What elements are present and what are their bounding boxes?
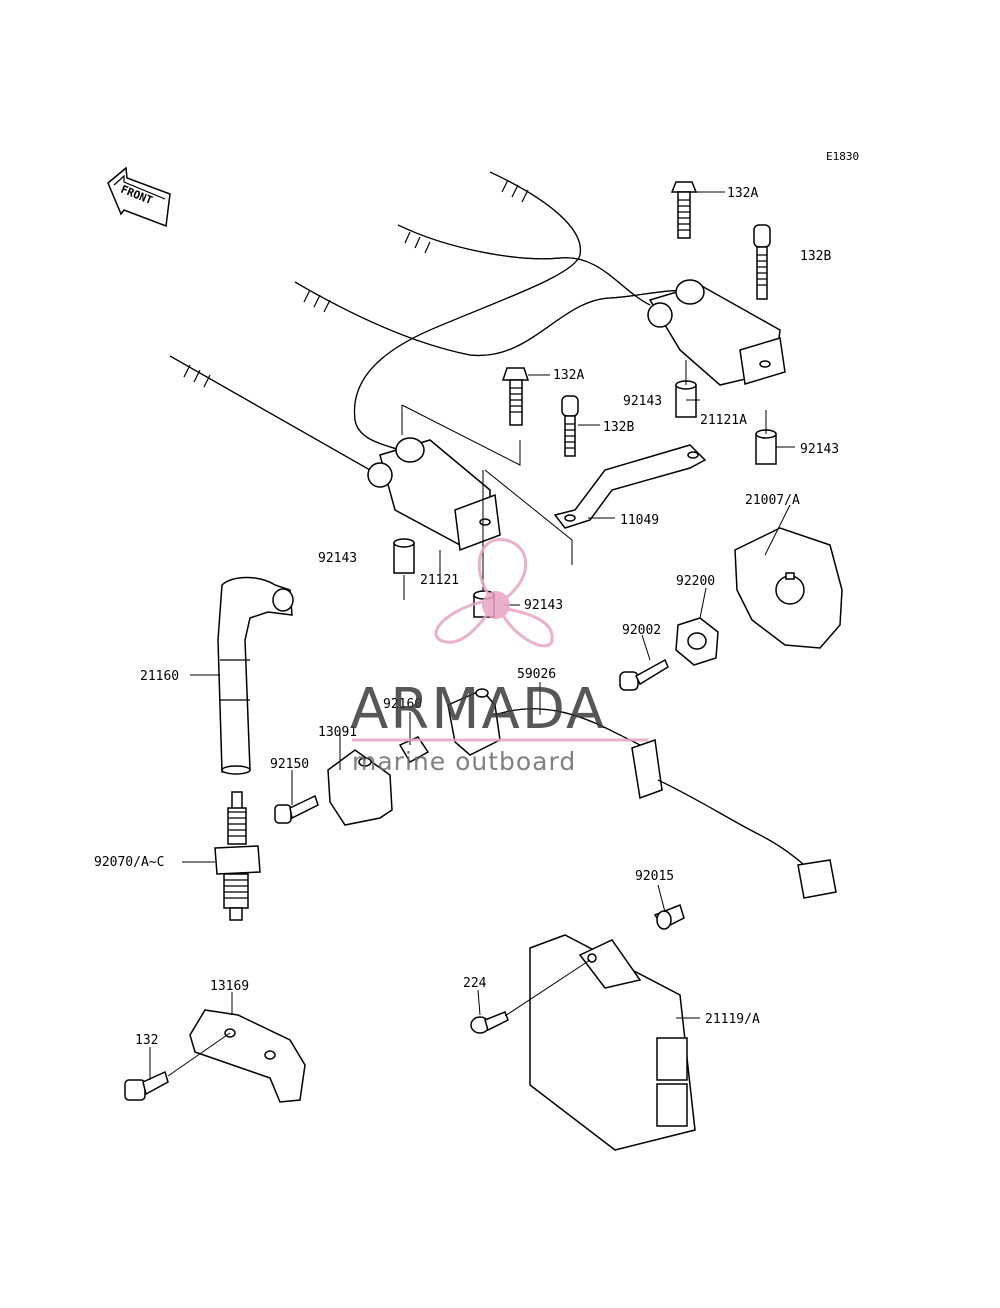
plug-wire-4 xyxy=(169,355,371,471)
plug-wire-1 xyxy=(353,171,582,451)
label-132B-mid: 132B xyxy=(603,420,634,435)
bolt-224 xyxy=(470,1011,509,1034)
front-arrow-icon: FRONT xyxy=(107,166,171,228)
bracket-11049 xyxy=(553,444,707,529)
collar-92143-b xyxy=(755,429,777,465)
label-21007A: 21007/A xyxy=(745,493,800,508)
leader-lines xyxy=(149,191,795,1080)
bracket-13169 xyxy=(189,1009,306,1103)
label-92070: 92070/A~C xyxy=(94,855,164,870)
label-132: 132 xyxy=(135,1033,158,1048)
label-92143-c: 92143 xyxy=(318,551,357,566)
label-11049: 11049 xyxy=(620,513,659,528)
ignition-coil-21121 xyxy=(367,437,501,552)
label-92150: 92150 xyxy=(270,757,309,772)
nut-92200 xyxy=(675,617,719,666)
bolt-92150 xyxy=(274,794,319,824)
spark-plug-92070 xyxy=(214,791,261,921)
label-59026: 59026 xyxy=(517,667,556,682)
bolt-132B-mid xyxy=(561,395,579,457)
diagram-code: E1830 xyxy=(826,150,859,163)
label-21160: 21160 xyxy=(140,669,179,684)
collar-92143-c xyxy=(393,538,415,574)
plug-wire-2 xyxy=(397,224,651,306)
plug-cap-21160 xyxy=(217,576,294,775)
bolt-132A-mid xyxy=(501,367,530,426)
label-92002: 92002 xyxy=(622,623,661,638)
rotor-plate-21007A xyxy=(734,527,843,649)
label-21121A: 21121A xyxy=(700,413,747,428)
label-132A-top: 132A xyxy=(727,186,758,201)
watermark-brand: ARMADA xyxy=(350,677,606,742)
label-224: 224 xyxy=(463,976,487,991)
watermark-logo: ARMADA marine outboard xyxy=(350,538,648,776)
label-132A-mid: 132A xyxy=(553,368,584,383)
plug-wire-3 xyxy=(294,281,691,357)
bolt-132 xyxy=(124,1070,169,1101)
ignition-coil-21121A xyxy=(647,279,786,386)
propeller-icon xyxy=(434,538,554,648)
label-92200: 92200 xyxy=(676,574,715,589)
bolt-132A-top xyxy=(670,181,698,239)
label-92143-a: 92143 xyxy=(623,394,662,409)
bolt-132B-top xyxy=(753,224,771,300)
assembly-guide-lines xyxy=(401,404,573,600)
label-132B-top: 132B xyxy=(800,249,831,264)
label-13091: 13091 xyxy=(318,725,357,740)
bracket-13091 xyxy=(327,749,393,826)
label-92143-b: 92143 xyxy=(800,442,839,457)
bolt-92002 xyxy=(619,658,669,691)
label-92143-d: 92143 xyxy=(524,598,563,613)
wire-end-bands xyxy=(183,179,529,388)
bolt-92015 xyxy=(653,904,685,930)
igniter-21119A xyxy=(529,934,696,1151)
watermark-tagline: marine outboard xyxy=(352,747,576,776)
collar-92143-a xyxy=(675,380,697,418)
label-21121: 21121 xyxy=(420,573,459,588)
label-92015: 92015 xyxy=(635,869,674,884)
label-92160: 92160 xyxy=(383,697,422,712)
label-21119A: 21119/A xyxy=(705,1012,760,1027)
label-13169: 13169 xyxy=(210,979,249,994)
